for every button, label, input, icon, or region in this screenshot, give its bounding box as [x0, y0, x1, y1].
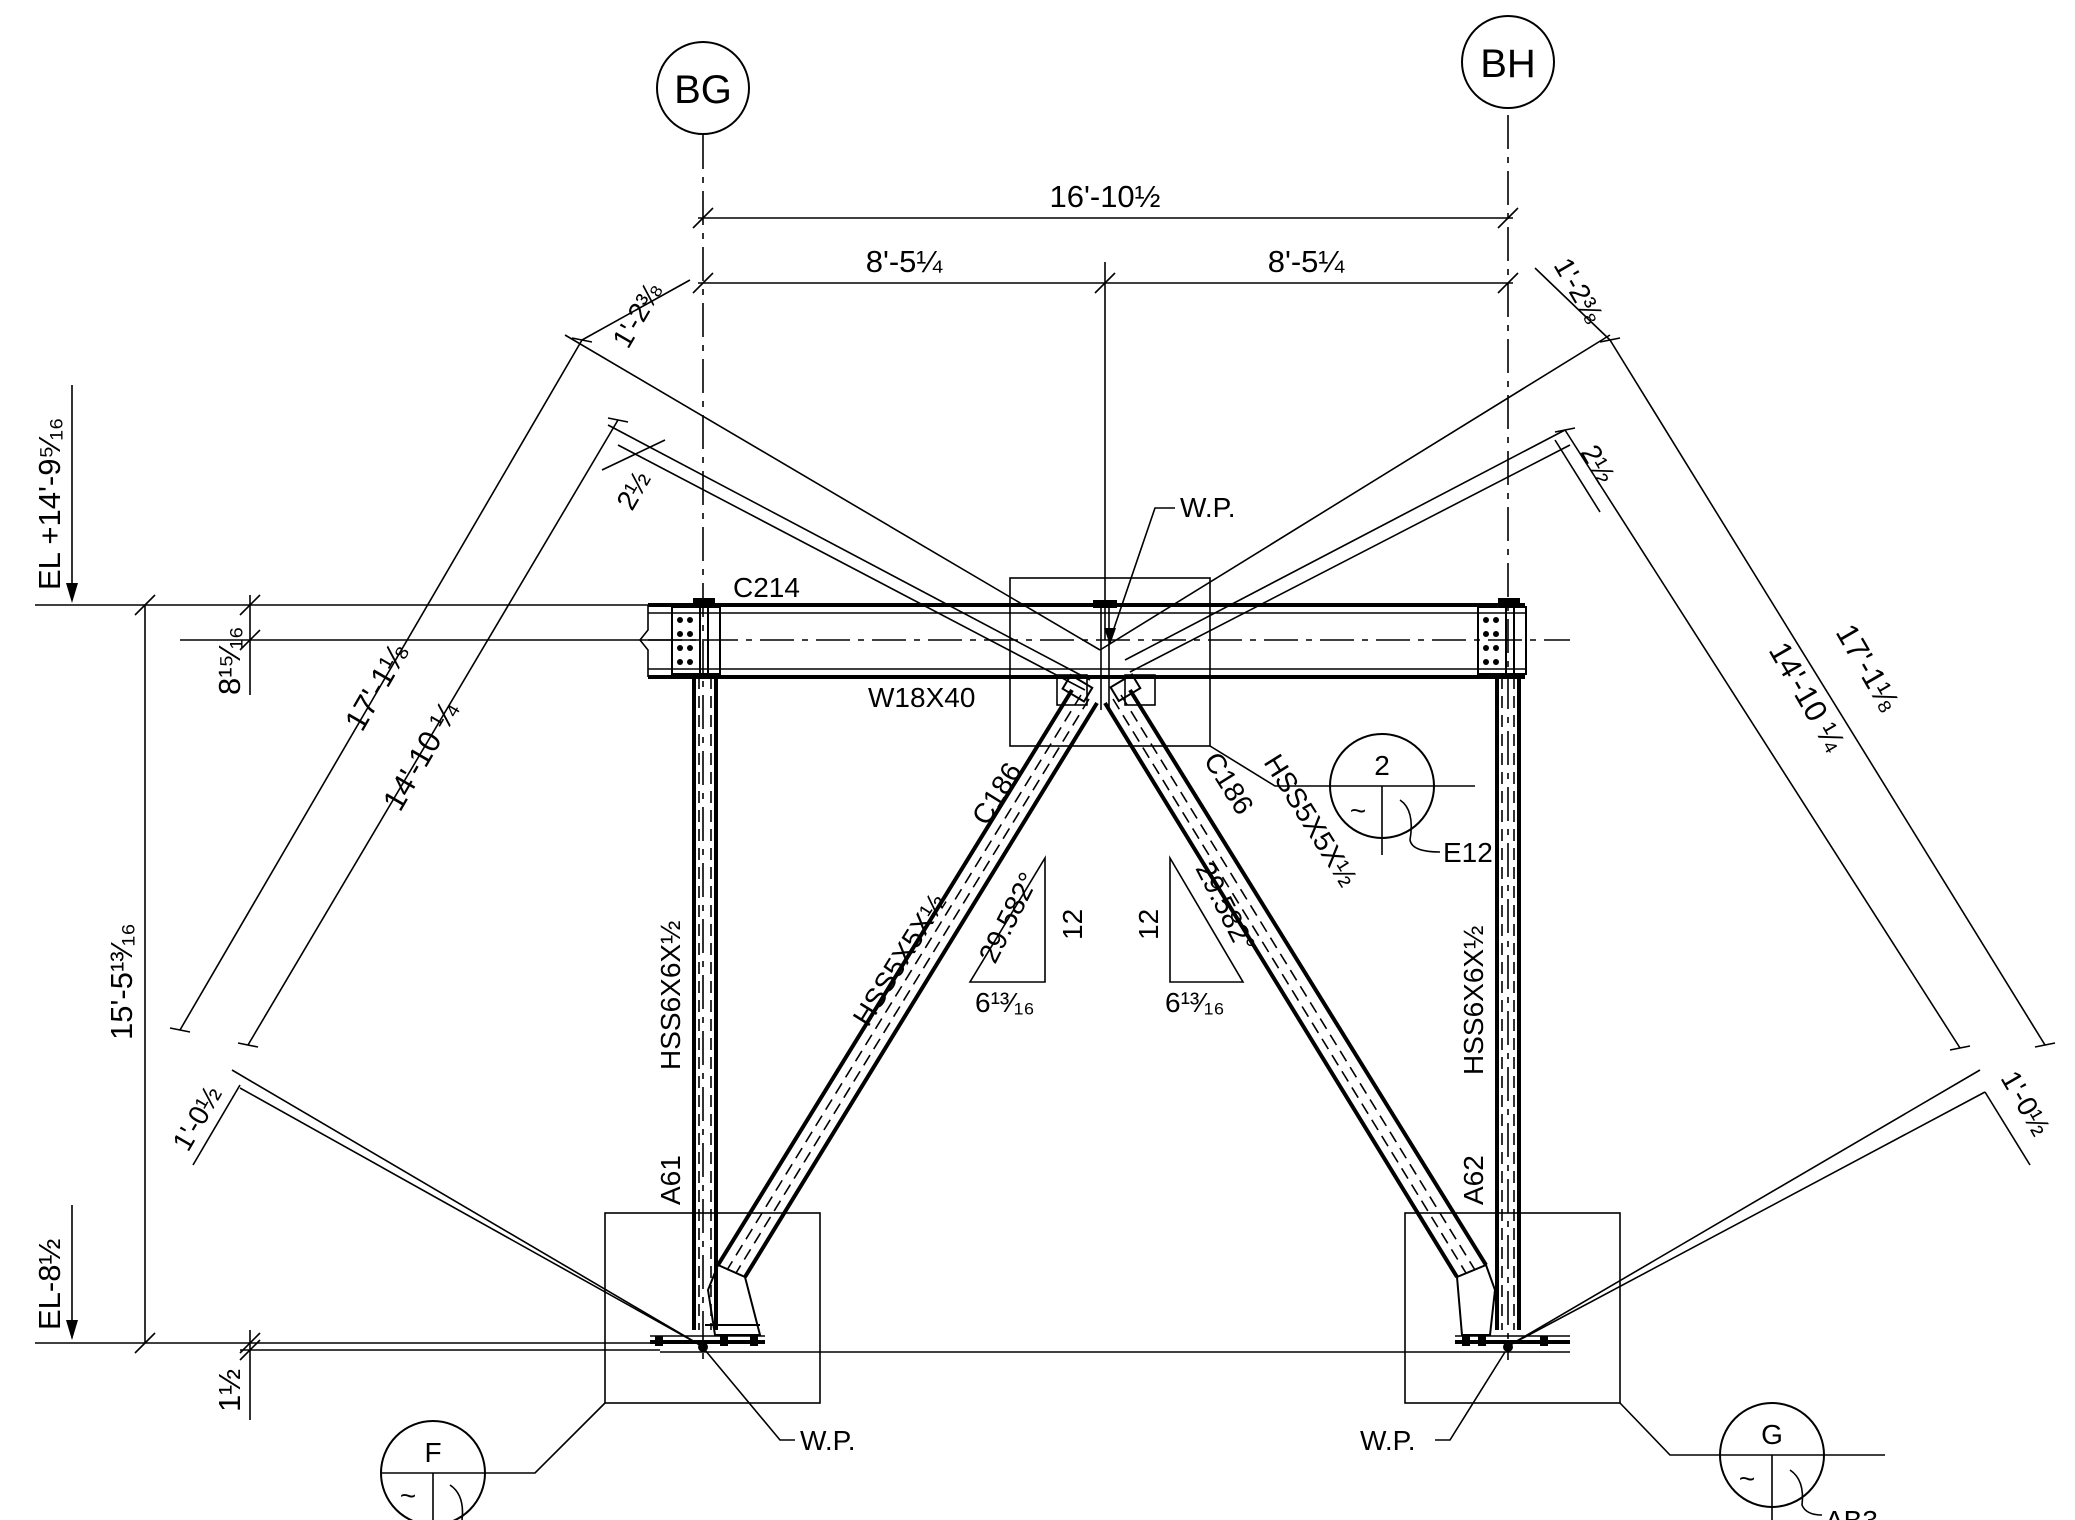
dim-beam-offset-text: 8¹⁵⁄₁₆ [212, 626, 247, 695]
brace-inner-right-text: 14'-10 ¼ [1762, 636, 1853, 758]
footing-right [1404, 1212, 1621, 1404]
brace-left-mark: C186 [966, 757, 1028, 830]
dim-overall: 16'-10½ [692, 179, 1519, 229]
dim-half: 8'-5¼ 8'-5¼ [692, 244, 1519, 640]
elevation-bottom-text: EL-8½ [32, 1239, 67, 1330]
detail-callout-2[interactable]: 2 ~ E12 [1209, 733, 1493, 868]
detail-g-sheet: AB3 [1825, 1505, 1878, 1520]
column-left-mark: A61 [655, 1155, 686, 1205]
wp-left-text: W.P. [800, 1425, 856, 1456]
grid-lines [702, 115, 1509, 1360]
brace-gusset-left-text: 2½ [610, 466, 656, 515]
brace-inner-left-text: 14'-10 ¼ [376, 694, 467, 816]
brace-left-size: HSS5X5X½ [847, 888, 952, 1031]
elevation-bottom: EL-8½ [32, 1205, 700, 1344]
slope-left-run: 6¹³⁄₁₆ [975, 987, 1035, 1018]
detail-2-symbol: ~ [1350, 795, 1366, 826]
brace-top-left-text: 1'-2⅜ [606, 277, 668, 353]
dim-half-right-text: 8'-5¼ [1268, 244, 1346, 279]
detail-f-symbol: ~ [400, 1480, 416, 1511]
slope-right-rise: 12 [1133, 909, 1164, 940]
brace-length-right-text: 17'-1⅛ [1829, 618, 1906, 717]
end-plate-left [671, 598, 721, 675]
wp-right: W.P. [1360, 1351, 1506, 1456]
dim-half-left-text: 8'-5¼ [866, 244, 944, 279]
detail-2-number: 2 [1374, 750, 1390, 781]
grid-label-bg: BG [674, 68, 732, 112]
detail-g-number: G [1761, 1419, 1783, 1450]
detail-callout-f[interactable]: F ~ [380, 1402, 606, 1520]
column-right[interactable]: HSS6X6X½ A62 [1458, 677, 1521, 1330]
wp-top: W.P. [1104, 492, 1236, 645]
detail-f-number: F [424, 1437, 441, 1468]
gusset-outline [1009, 577, 1211, 747]
brace-bottom-left-text: 1'-0½ [166, 1081, 227, 1156]
brace-length-left-text: 17'-1⅛ [338, 638, 415, 737]
dim-beam-offset: 8¹⁵⁄₁₆ [180, 594, 700, 695]
grid-bubble-bg[interactable]: BG [656, 41, 750, 135]
dim-column-height: 15'-5¹³⁄₁₆ [104, 594, 156, 1354]
end-plate-right [1477, 598, 1527, 675]
column-left-size: HSS6X6X½ [655, 921, 686, 1070]
elevation-top-text: EL +14'-9⁵⁄₁₆ [32, 418, 67, 590]
grid-label-bh: BH [1480, 42, 1536, 86]
column-right-size: HSS6X6X½ [1458, 926, 1489, 1075]
grid-bubble-bh[interactable]: BH [1461, 15, 1555, 109]
elevation-top: EL +14'-9⁵⁄₁₆ [32, 385, 700, 606]
brace-right-size: HSS5X5X½ [1258, 749, 1363, 892]
dim-overall-text: 16'-10½ [1049, 179, 1160, 214]
dim-column-height-text: 15'-5¹³⁄₁₆ [104, 923, 139, 1040]
slope-left-angle: 29.582° [973, 867, 1045, 967]
dim-base-offset-text: 1½ [212, 1369, 247, 1412]
brace-bottom-right-text: 1'-0½ [1995, 1066, 2056, 1141]
beam-size: W18X40 [868, 682, 975, 713]
brace-top-right-text: 1'-2⅜ [1548, 253, 1610, 329]
detail-callout-g[interactable]: G ~ AB3 [1619, 1402, 1885, 1520]
brace-right[interactable]: HSS5X5X½ C186 [1103, 673, 1497, 1336]
slope-triangle-right: 12 6¹³⁄₁₆ 29.582° [1133, 855, 1261, 1018]
brace-left[interactable]: HSS5X5X½ C186 [705, 673, 1099, 1336]
dim-base-offset: 1½ [212, 1330, 660, 1420]
brace-dims-left: 17'-1⅛ 14'-10 ¼ 1'-2⅜ 2½ 1'-0½ [166, 277, 1101, 1346]
wp-top-text: W.P. [1180, 492, 1236, 523]
wp-right-text: W.P. [1360, 1425, 1416, 1456]
column-left[interactable]: HSS6X6X½ A61 [655, 677, 718, 1330]
slope-left-rise: 12 [1057, 909, 1088, 940]
detail-2-sheet: E12 [1443, 837, 1493, 868]
slope-right-run: 6¹³⁄₁₆ [1165, 987, 1225, 1018]
detail-g-symbol: ~ [1739, 1463, 1755, 1494]
column-right-mark: A62 [1458, 1155, 1489, 1205]
footing-left [604, 1212, 821, 1404]
beam-mark: C214 [733, 572, 800, 603]
wp-left: W.P. [704, 1349, 856, 1456]
